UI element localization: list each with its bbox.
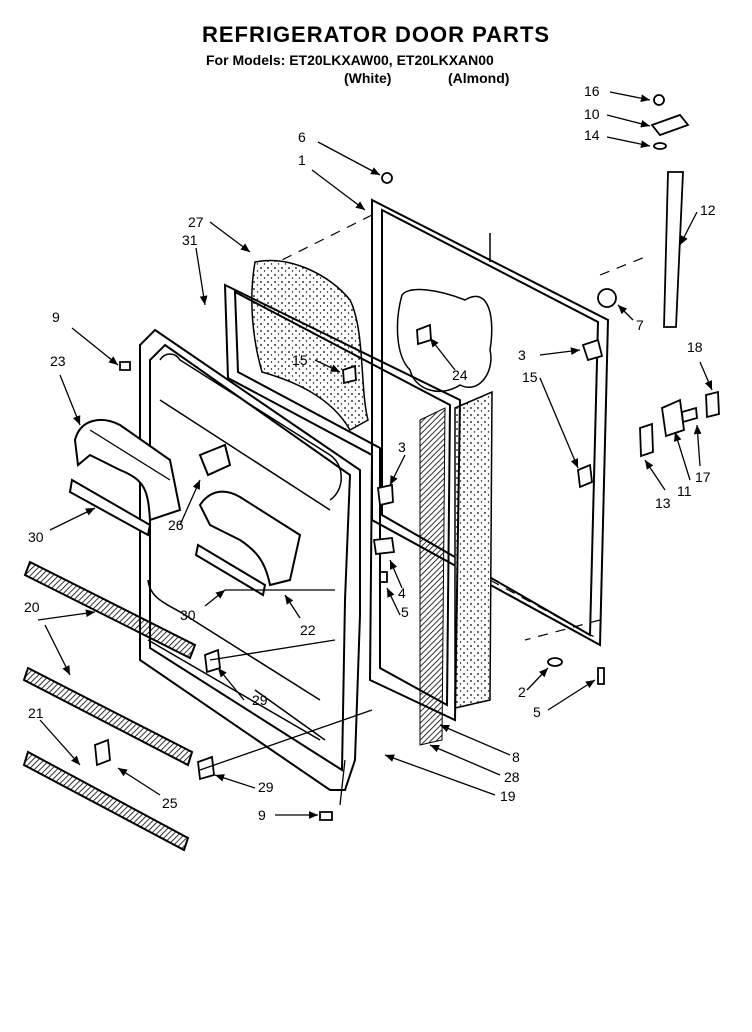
door-bar-upper xyxy=(23,560,197,660)
callout-19: 19 xyxy=(500,788,516,804)
callout-13: 13 xyxy=(655,495,671,511)
callout-1: 1 xyxy=(298,152,306,168)
callout-29-lower: 29 xyxy=(258,779,274,795)
callout-6: 6 xyxy=(298,129,306,145)
callout-5-center: 5 xyxy=(401,604,409,620)
callout-4: 4 xyxy=(398,585,406,601)
callout-27: 27 xyxy=(188,214,204,230)
door-bar-middle xyxy=(22,666,194,767)
callout-3-center: 3 xyxy=(398,439,406,455)
callout-28: 28 xyxy=(504,769,520,785)
door-shelf-middle xyxy=(194,443,302,597)
callout-18: 18 xyxy=(687,339,703,355)
callout-24: 24 xyxy=(452,367,468,383)
door-shelf-upper xyxy=(68,419,182,537)
leader-lines xyxy=(37,91,713,819)
callout-2: 2 xyxy=(518,684,526,700)
callout-9-bottom: 9 xyxy=(258,807,266,823)
hinge-assembly xyxy=(119,94,720,821)
callout-5-lower: 5 xyxy=(533,704,541,720)
callout-21: 21 xyxy=(28,705,44,721)
callout-25: 25 xyxy=(162,795,178,811)
callout-22: 22 xyxy=(300,622,316,638)
callout-10: 10 xyxy=(584,106,600,122)
callout-26: 26 xyxy=(168,517,184,533)
callout-labels: 16 10 14 6 1 12 27 31 7 9 15 24 3 15 18 … xyxy=(24,83,716,823)
callout-15-right: 15 xyxy=(522,369,538,385)
callout-11: 11 xyxy=(677,483,692,499)
foam-insulation-right xyxy=(454,390,493,709)
callout-3-right: 3 xyxy=(518,347,526,363)
callout-29-upper: 29 xyxy=(252,692,268,708)
breaker-frame xyxy=(223,283,462,746)
callout-14: 14 xyxy=(584,127,600,143)
door-bar-lower xyxy=(22,750,190,852)
callout-12: 12 xyxy=(700,202,716,218)
callout-20: 20 xyxy=(24,599,40,615)
callout-16: 16 xyxy=(584,83,600,99)
inner-door-liner xyxy=(139,328,361,791)
callout-30-center: 30 xyxy=(180,607,196,623)
callout-7: 7 xyxy=(636,317,644,333)
diagram-title: REFRIGERATOR DOOR PARTS xyxy=(201,22,551,47)
callout-15-left: 15 xyxy=(292,352,308,368)
callout-17: 17 xyxy=(695,469,711,485)
hidden-edges xyxy=(261,214,651,641)
variant-white: (White) xyxy=(344,70,392,86)
callout-30-left: 30 xyxy=(28,529,44,545)
foam-insulation-top xyxy=(251,259,369,432)
callout-9-top: 9 xyxy=(52,309,60,325)
callout-31: 31 xyxy=(182,232,198,248)
variant-almond: (Almond) xyxy=(448,70,510,86)
models-line: For Models: ET20LKXAW00, ET20LKXAN00 xyxy=(206,52,494,68)
callout-8: 8 xyxy=(512,749,520,765)
callout-23: 23 xyxy=(50,353,66,369)
